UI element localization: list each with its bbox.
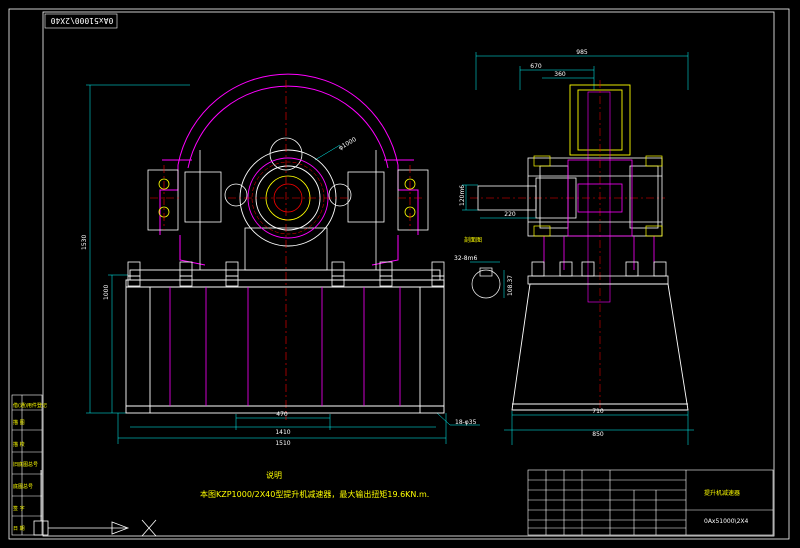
dim-bolt-span: 470 <box>276 411 288 418</box>
dim-offset-670: 670 <box>530 63 542 70</box>
dim-outer-width: 1510 <box>275 440 290 447</box>
dim-base-width: 710 <box>592 408 604 415</box>
front-view: 1530 1000 470 1410 1510 φ1000 18-φ35 <box>81 73 480 447</box>
title-block-code: 0Ax51000\2X4 <box>704 518 749 525</box>
sidebar-label-5: 签 字 <box>13 505 25 512</box>
inner-frame <box>42 11 775 537</box>
ucs-icon <box>33 470 157 537</box>
dim-base-outer: 850 <box>592 431 604 438</box>
sidebar-labels: 借(通)用件登记 描 图 描 校 旧底图总号 底图总号 签 字 日 期 <box>13 402 47 532</box>
sidebar-label-6: 日 期 <box>13 526 25 532</box>
dim-diameter: φ1000 <box>338 136 358 152</box>
sidebar-label-1: 描 图 <box>13 419 25 426</box>
dim-height-base: 1000 <box>103 285 110 300</box>
dim-key-width: 32-8m6 <box>454 255 477 262</box>
notes-line1: 本图KZP1000/2X40型提升机减速器，最大输出扭矩19.6KN.m. <box>200 489 429 499</box>
outer-frame <box>8 8 790 540</box>
corner-code-box <box>44 13 118 29</box>
title-block-name: 提升机减速器 <box>704 489 740 497</box>
dim-key-depth: 108.37 <box>507 275 514 296</box>
sidebar-label-2: 描 校 <box>13 441 25 448</box>
left-sidebar <box>11 394 43 536</box>
dim-shaft-len: 220 <box>504 211 516 218</box>
dim-inner-width: 1410 <box>275 429 290 436</box>
title-block <box>527 469 774 536</box>
dim-height-total: 1530 <box>81 235 88 250</box>
dim-bolt-callout: 18-φ35 <box>455 419 477 426</box>
dim-offset-360: 360 <box>554 71 566 78</box>
notes-title: 说明 <box>266 470 282 480</box>
dim-width-top: 985 <box>576 49 588 56</box>
sidebar-label-0: 借(通)用件登记 <box>13 402 47 409</box>
section-label: 剖面图 <box>464 236 482 244</box>
sidebar-label-4: 底图总号 <box>13 483 33 490</box>
dim-shaft-dia: 120m6 <box>459 185 466 206</box>
side-view: 985 670 360 120m6 220 710 850 <box>454 49 694 445</box>
sidebar-label-3: 旧底图总号 <box>13 461 38 468</box>
corner-code: 0Ax51000\2X40 <box>51 16 114 25</box>
